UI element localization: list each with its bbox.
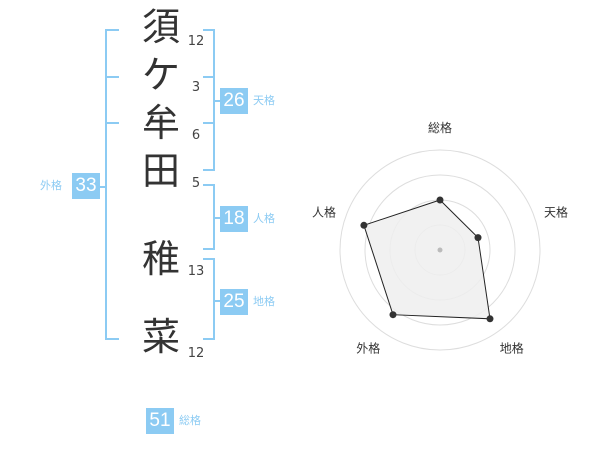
stroke-count-6: 12 xyxy=(187,346,205,361)
chikaku-label: 地格 xyxy=(253,295,275,308)
tenkaku-bracket-tick-1 xyxy=(203,76,215,78)
radar-point-1 xyxy=(436,196,444,204)
stroke-count-2: 3 xyxy=(191,80,201,95)
gaikaku-connector xyxy=(98,186,106,188)
name-char-3: 牟 xyxy=(141,101,180,145)
jinkaku-label: 人格 xyxy=(253,212,275,225)
jinkaku-score-badge: 18 xyxy=(220,206,248,232)
tenkaku-bracket-tick-2 xyxy=(203,122,215,124)
stroke-count-3: 6 xyxy=(191,128,201,143)
jinkaku-connector xyxy=(214,217,220,219)
radar-axis-label-3: 地格 xyxy=(500,341,524,356)
chikaku-score-badge: 25 xyxy=(220,289,248,315)
radar-axis-label-2: 天格 xyxy=(544,204,568,219)
soukaku-label: 総格 xyxy=(179,414,201,427)
radar-axis-label-5: 人格 xyxy=(312,204,336,219)
name-char-2: ケ xyxy=(141,53,180,97)
stroke-count-5: 13 xyxy=(187,264,205,279)
gaikaku-score-badge: 33 xyxy=(72,173,100,199)
gaikaku-bracket xyxy=(105,29,119,340)
tenkaku-label: 天格 xyxy=(253,94,275,107)
radar-ring-3 xyxy=(364,174,516,326)
stroke-count-1: 12 xyxy=(187,34,205,49)
tenkaku-connector xyxy=(214,100,220,102)
name-char-4: 田 xyxy=(141,149,180,193)
chikaku-bracket xyxy=(203,258,215,340)
radar-point-3 xyxy=(486,315,494,323)
radar-point-2 xyxy=(474,234,482,242)
stroke-count-4: 5 xyxy=(191,176,201,191)
gaikaku-label: 外格 xyxy=(40,179,62,192)
radar-polygon xyxy=(363,199,491,320)
name-char-5: 稚 xyxy=(141,237,180,281)
bracket-tick-3 xyxy=(105,122,119,124)
radar-center-dot xyxy=(437,247,443,253)
name-char-6: 菜 xyxy=(141,315,180,359)
radar-point-5 xyxy=(360,221,368,229)
tenkaku-score-badge: 26 xyxy=(220,88,248,114)
chikaku-connector xyxy=(214,300,220,302)
radar-axis-label-4: 外格 xyxy=(356,341,380,356)
radar-point-4 xyxy=(389,311,397,319)
soukaku-score-badge: 51 xyxy=(146,408,174,434)
radar-axis-label-1: 総格 xyxy=(428,120,452,135)
name-char-1: 須 xyxy=(141,5,180,49)
bracket-tick-2 xyxy=(105,76,119,78)
